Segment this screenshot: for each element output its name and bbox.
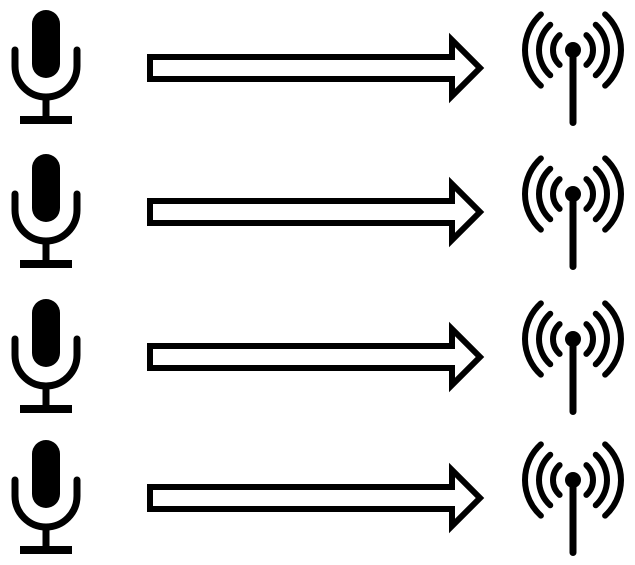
radio-antenna-icon	[522, 11, 624, 126]
arrow-right	[147, 32, 485, 104]
microphone-icon	[11, 154, 81, 268]
radio-antenna-icon	[522, 441, 624, 556]
microphone-icon	[11, 299, 81, 413]
arrow-right	[147, 176, 485, 248]
signal-row	[11, 299, 624, 415]
arrow-right	[147, 321, 485, 393]
signal-row	[11, 440, 624, 556]
arrow-right	[147, 462, 485, 534]
signal-row	[11, 10, 624, 126]
microphone-icon	[11, 440, 81, 554]
radio-antenna-icon	[522, 155, 624, 270]
radio-antenna-icon	[522, 300, 624, 415]
microphone-icon	[11, 10, 81, 124]
signal-row	[11, 154, 624, 270]
